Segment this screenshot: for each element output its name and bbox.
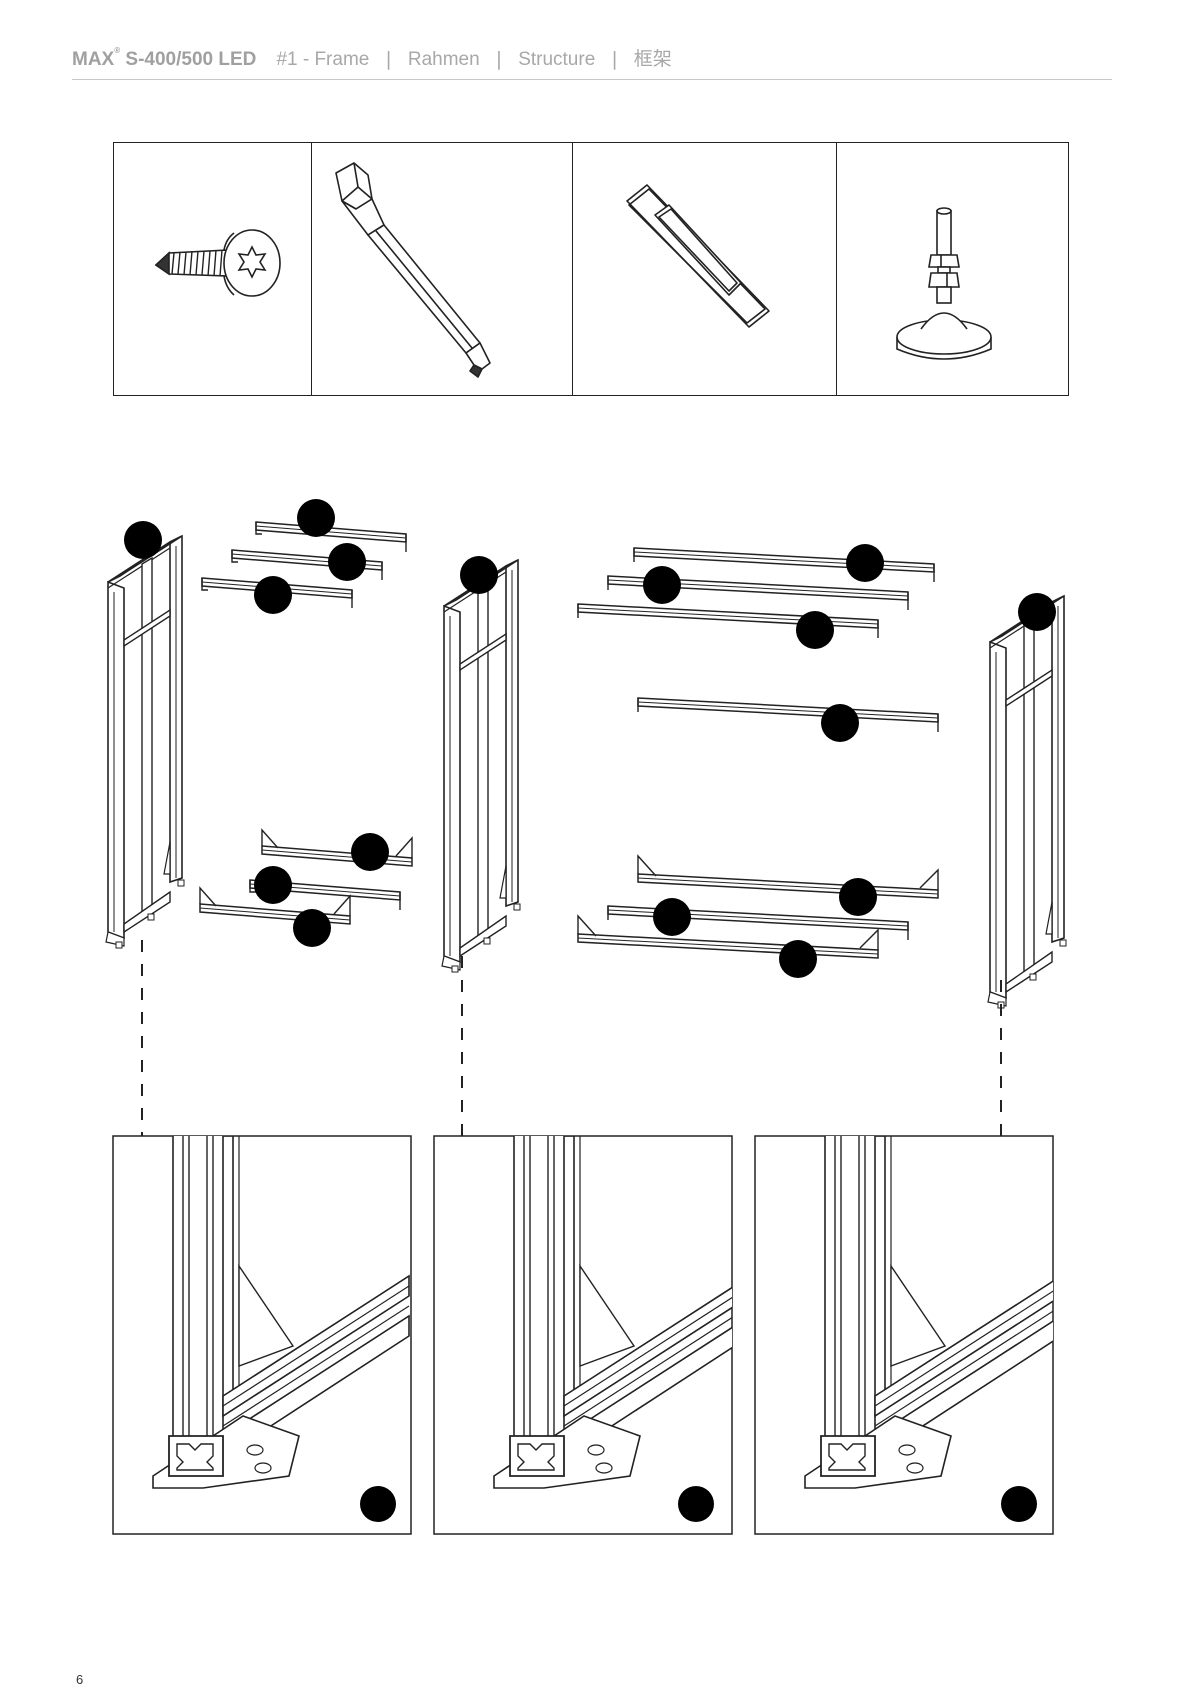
callout-marker [779, 940, 817, 978]
callout-marker [821, 704, 859, 742]
callout-marker [796, 611, 834, 649]
side-frame-middle [442, 560, 520, 972]
callout-marker [328, 543, 366, 581]
callout-marker [297, 499, 335, 537]
page-number: 6 [76, 1672, 83, 1687]
side-frame-right [988, 596, 1066, 1008]
callout-marker [351, 833, 389, 871]
callout-marker [124, 521, 162, 559]
detail-box-left [113, 1136, 411, 1534]
rail-lower-long-1 [638, 856, 938, 898]
callout-marker [293, 909, 331, 947]
leader-lines [142, 940, 1001, 1136]
detail-box-right [755, 1136, 1061, 1534]
rail-lower-short-1 [262, 830, 412, 866]
callout-marker [254, 576, 292, 614]
callout-marker [653, 898, 691, 936]
callout-marker [846, 544, 884, 582]
callout-marker [678, 1486, 714, 1522]
rail-middle-long [638, 698, 938, 732]
callout-marker [360, 1486, 396, 1522]
callout-marker [460, 556, 498, 594]
callout-marker [254, 866, 292, 904]
callout-marker [839, 878, 877, 916]
detail-box-middle [434, 1136, 750, 1534]
callout-marker [1018, 593, 1056, 631]
callout-marker [1001, 1486, 1037, 1522]
callout-marker [643, 566, 681, 604]
side-frame-left [106, 536, 184, 948]
